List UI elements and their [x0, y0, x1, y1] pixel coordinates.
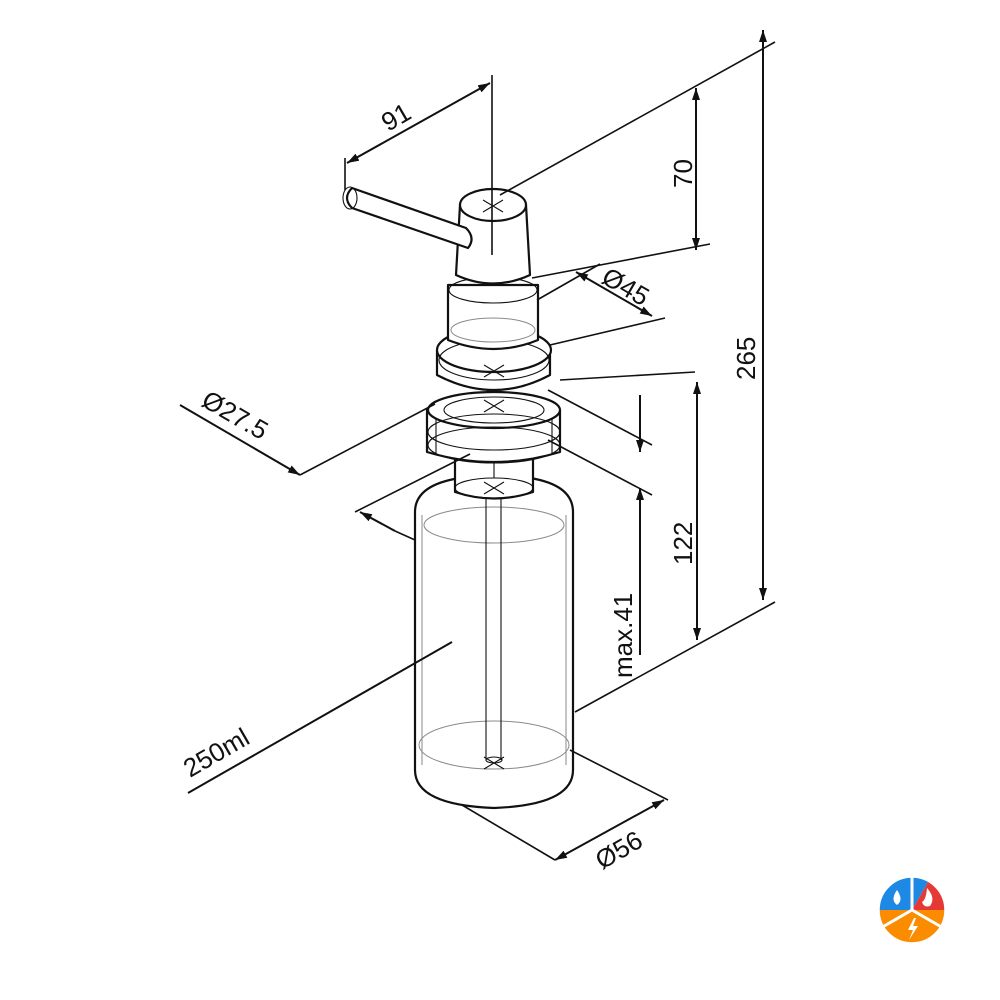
axis-markers — [482, 199, 505, 770]
neck-and-nut — [425, 390, 562, 500]
dim-label-250ml: 250ml — [178, 722, 254, 783]
bottle — [413, 476, 575, 810]
dim-label-70: 70 — [668, 159, 698, 188]
dim-label-91: 91 — [376, 97, 416, 137]
pump-body — [446, 276, 540, 351]
water-fire-electric-logo-icon — [878, 876, 946, 944]
dim-label-d45: Ø45 — [597, 261, 655, 312]
spout — [342, 186, 473, 250]
dim-label-265: 265 — [731, 337, 761, 380]
dim-label-d56: Ø56 — [590, 825, 648, 876]
pump-head — [454, 187, 532, 285]
dim-label-122: 122 — [668, 522, 698, 565]
dimension-lines — [179, 30, 776, 861]
dim-label-max41: max.41 — [608, 593, 638, 678]
